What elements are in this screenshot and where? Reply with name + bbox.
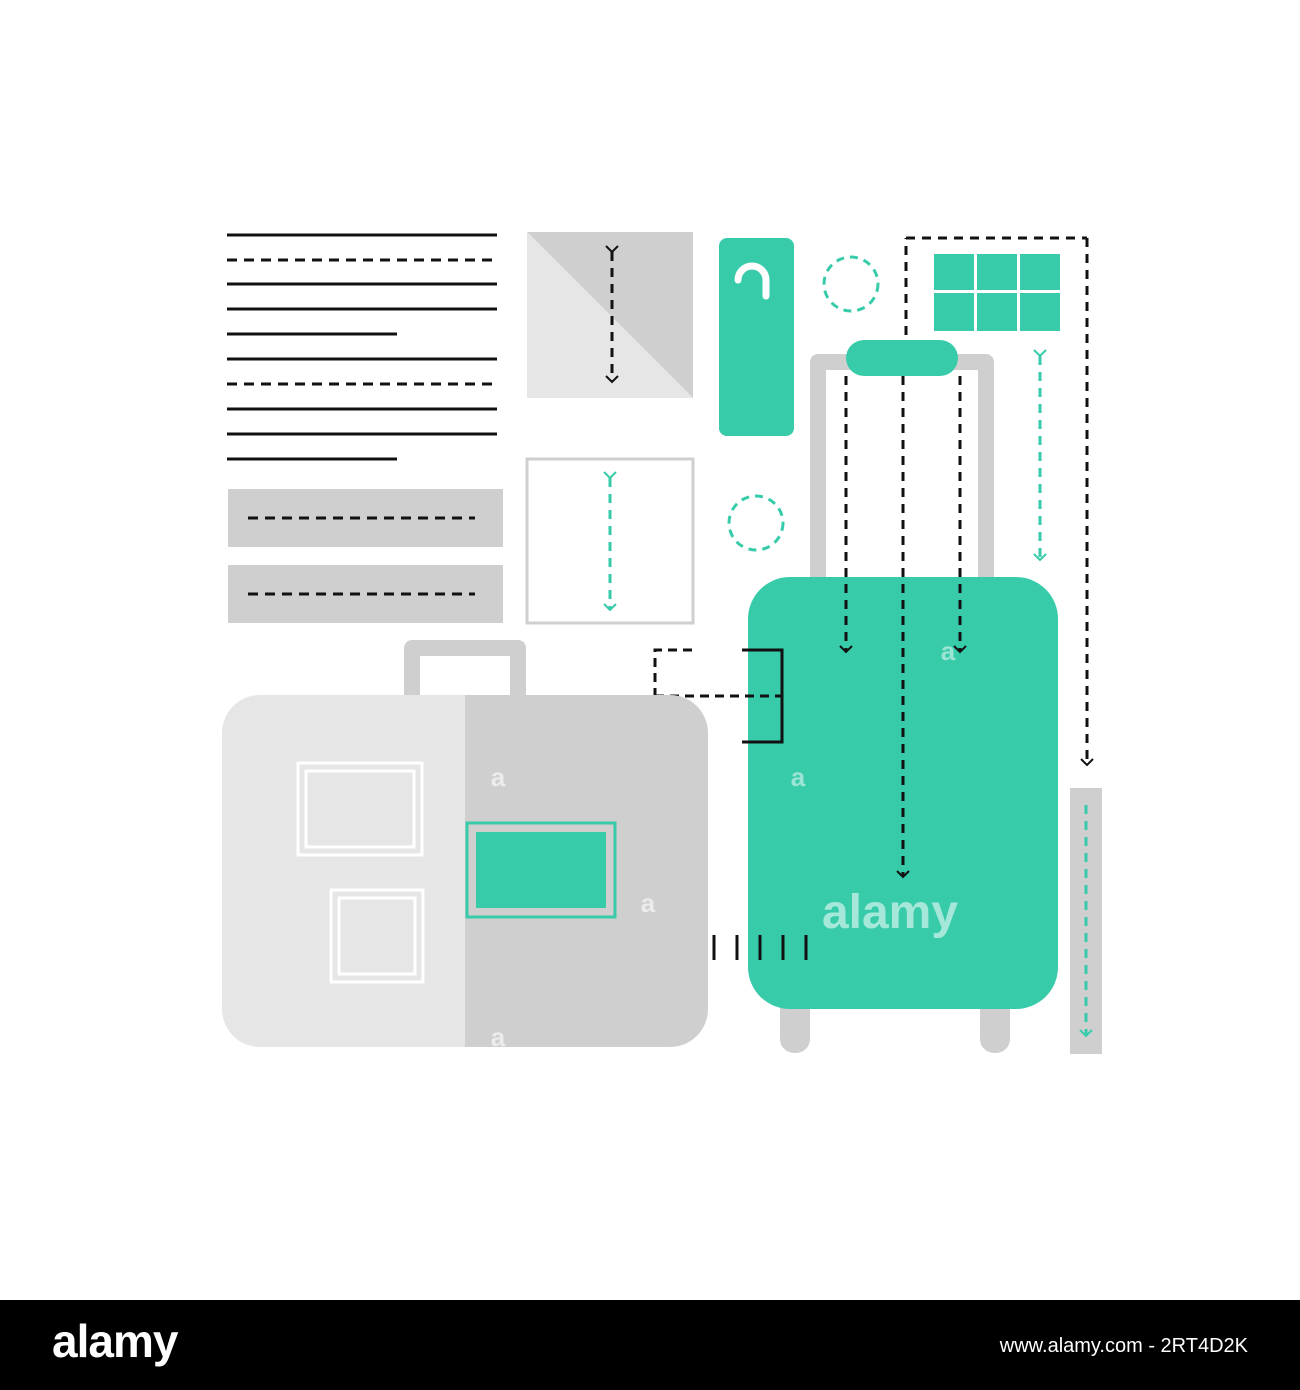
measure-square-icon — [525, 457, 695, 625]
door-hanger-icon — [719, 238, 794, 436]
trolley-suitcase-icon: alamy a a — [748, 340, 1058, 1053]
travel-luggage-illustration: alamy a a — [222, 232, 1102, 1054]
watermark-letter: a — [491, 762, 506, 792]
image-id-text: www.alamy.com - 2RT4D2K — [999, 1335, 1248, 1357]
footer-bar: alamy www.alamy.com - 2RT4D2K — [0, 1300, 1300, 1390]
brand-logo: alamy — [52, 1315, 178, 1367]
ticket-bar-icon — [228, 489, 503, 623]
tile-grid-icon — [934, 254, 1060, 331]
watermark-letter: a — [941, 636, 956, 666]
watermark-letter: a — [641, 888, 656, 918]
briefcase-icon: a a a — [222, 640, 708, 1052]
dashed-circle-icon — [727, 494, 785, 552]
route-path-icon — [904, 236, 1094, 767]
text-lines-icon — [227, 233, 497, 461]
watermark-letter: a — [491, 1022, 506, 1052]
watermark-text: alamy — [822, 886, 958, 939]
watermark-letter: a — [791, 762, 806, 792]
gray-measure-bar — [1070, 788, 1102, 1054]
dashed-circle-icon — [822, 255, 880, 313]
fold-square-icon — [527, 232, 693, 398]
